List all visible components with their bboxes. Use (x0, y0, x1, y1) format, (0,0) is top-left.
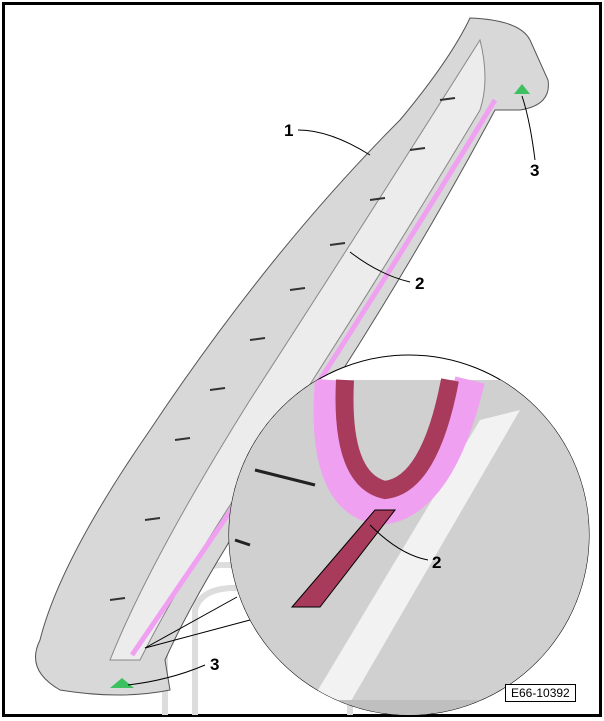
detail-view (228, 354, 590, 716)
detail-strip-end (290, 509, 397, 608)
figure-id: E66-10392 (505, 684, 576, 702)
leader-lines (127, 95, 536, 686)
marker-bottom-icon (110, 678, 134, 688)
callout-2-detail: 2 (432, 553, 441, 572)
callout-2: 2 (415, 274, 424, 293)
marker-top-icon (514, 84, 530, 94)
callout-3-bottom: 3 (210, 655, 219, 674)
spoiler-inner-face (109, 38, 486, 661)
callout-1: 1 (284, 121, 293, 140)
callout-3-top: 3 (530, 161, 539, 180)
mounting-slots (109, 97, 456, 601)
